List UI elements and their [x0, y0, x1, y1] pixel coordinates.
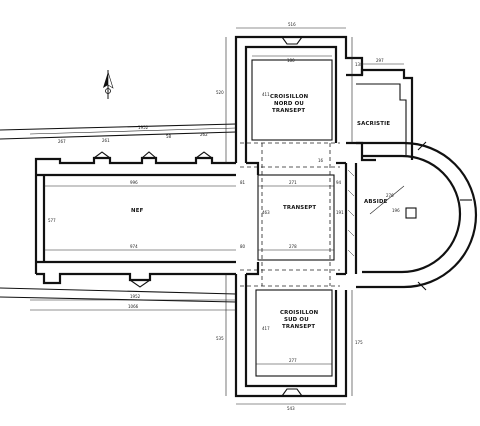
dim-nef-inner: 996: [130, 180, 138, 185]
dim-top-width: 516: [288, 22, 296, 27]
dim-sud-inner-bottom: 277: [289, 358, 297, 363]
label-croisillon-nord-1: CROISILLON: [270, 94, 309, 100]
dim-nord-height: 411: [262, 92, 270, 97]
dimension-lines: [29, 27, 404, 405]
dim-nef-outer: 1952: [138, 125, 149, 130]
dim-small-4: 80: [240, 244, 246, 249]
label-croisillon-sud-2: SUD OU: [284, 317, 309, 323]
transept-walls: [234, 35, 364, 398]
dim-nef-bottom-outer: 1066: [128, 304, 139, 309]
dim-sud-height: 417: [262, 326, 270, 331]
label-croisillon-sud-1: CROISILLON: [280, 310, 319, 316]
label-nef: NEF: [131, 208, 144, 214]
north-arrow-icon: [103, 70, 114, 99]
label-croisillon-nord-3: TRANSEPT: [272, 108, 305, 114]
dim-nef-lower-outer: 1952: [130, 294, 141, 299]
dim-transept-bottom: 278: [289, 244, 297, 249]
dim-nef-seg-4: 262: [200, 132, 208, 137]
dim-bottom-width: 543: [287, 406, 295, 411]
dim-small-2: 16: [318, 158, 324, 163]
dim-nef-height: 577: [48, 218, 56, 223]
nave-walls: [0, 123, 237, 303]
dim-vert-left-top: 520: [216, 90, 224, 95]
dim-vert-right-bottom: 175: [355, 340, 363, 345]
dim-transept-height: 463: [262, 210, 270, 215]
dim-vert-right-top: 138: [355, 62, 363, 67]
dim-small-3: 94: [336, 180, 342, 185]
label-croisillon-nord-2: NORD OU: [274, 101, 304, 107]
label-croisillon-sud-3: TRANSEPT: [282, 324, 315, 330]
dim-sacristie-top: 297: [376, 58, 384, 63]
label-transept: TRANSEPT: [283, 205, 316, 211]
dim-abside-depth: 196: [392, 208, 400, 213]
dim-vert-left-bottom: 535: [216, 336, 224, 341]
dim-small-5: 191: [336, 210, 344, 215]
dim-small-1: 81: [240, 180, 246, 185]
dim-nef-bottom-inner: 974: [130, 244, 138, 249]
label-sacristie: SACRISTIE: [357, 121, 390, 127]
apse-walls: [344, 68, 478, 291]
dim-nef-seg-3: 58: [166, 134, 172, 139]
dim-nef-seg-1: 267: [58, 139, 66, 144]
dim-abside-radius: 276: [386, 193, 394, 198]
dim-nef-seg-2: 261: [102, 138, 110, 143]
label-abside: ABSIDE: [364, 199, 388, 205]
dimension-labels: 516 180 297 1952 267 261 58 262 996 974 …: [48, 22, 400, 411]
dim-transept-width: 271: [289, 180, 297, 185]
dim-nord-inner-top: 180: [287, 58, 295, 63]
